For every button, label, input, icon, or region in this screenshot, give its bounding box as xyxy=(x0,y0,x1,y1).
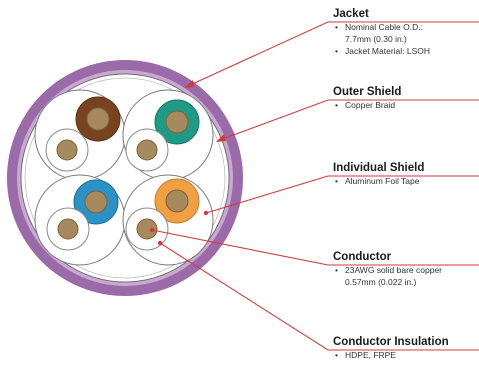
callout-bullet: Aluminum Foil Tape xyxy=(333,175,424,187)
leader-line-outer-shield xyxy=(219,99,479,141)
bullet-text: Nominal Cable O.D.: xyxy=(345,22,423,32)
bullet-text: Aluminum Foil Tape xyxy=(345,176,420,186)
conductor-white-top-left xyxy=(56,139,78,161)
bullet-text: Copper Braid xyxy=(345,100,396,110)
arrowhead-jacket xyxy=(184,80,194,88)
bullet-text: 23AWG solid bare copper xyxy=(345,265,443,275)
callout-jacket: Jacket Nominal Cable O.D.: 7.7mm (0.30 i… xyxy=(333,8,430,57)
arrowhead-outer-shield xyxy=(216,134,226,142)
callout-conductor-insulation: Conductor Insulation HDPE, FRPE xyxy=(333,336,449,361)
leader-dot-conductor xyxy=(149,227,155,233)
conductor-white-top-right xyxy=(136,139,158,161)
leader-dot-conductor-insulation xyxy=(157,240,163,246)
leader-line-individual-shield xyxy=(205,175,479,214)
callout-title-conductor: Conductor xyxy=(333,251,392,263)
conductor-blue xyxy=(84,190,108,214)
bullet-text: HDPE, FRPE xyxy=(345,350,397,360)
callout-bullet: Jacket Material: LSOH xyxy=(333,45,430,57)
conductor-white-bottom-right xyxy=(136,218,158,240)
bullet-text-continued: 7.7mm (0.30 in.) xyxy=(345,34,407,44)
callout-bullet: Copper Braid xyxy=(333,99,401,111)
callout-title-individual-shield: Individual Shield xyxy=(333,162,425,174)
callout-bullet: 23AWG solid bare copper 0.57mm (0.022 in… xyxy=(333,264,442,288)
conductor-green xyxy=(165,110,189,134)
bullet-text: Jacket Material: LSOH xyxy=(345,46,431,56)
callout-bullet: HDPE, FRPE xyxy=(333,349,449,361)
conductor-orange xyxy=(165,189,189,213)
callout-title-jacket: Jacket xyxy=(333,8,369,20)
conductor-brown xyxy=(86,107,110,131)
callout-outer-shield: Outer Shield Copper Braid xyxy=(333,86,401,111)
callout-individual-shield: Individual Shield Aluminum Foil Tape xyxy=(333,162,424,187)
callout-title-conductor-insulation: Conductor Insulation xyxy=(333,336,449,348)
callout-title-outer-shield: Outer Shield xyxy=(333,86,402,98)
callout-bullet: Nominal Cable O.D.: 7.7mm (0.30 in.) xyxy=(333,21,430,45)
leader-dot-individual-shield xyxy=(203,210,209,216)
callout-conductor: Conductor 23AWG solid bare copper 0.57mm… xyxy=(333,251,442,288)
conductor-white-bottom-left xyxy=(57,218,79,240)
bullet-text-continued: 0.57mm (0.022 in.) xyxy=(345,277,417,287)
